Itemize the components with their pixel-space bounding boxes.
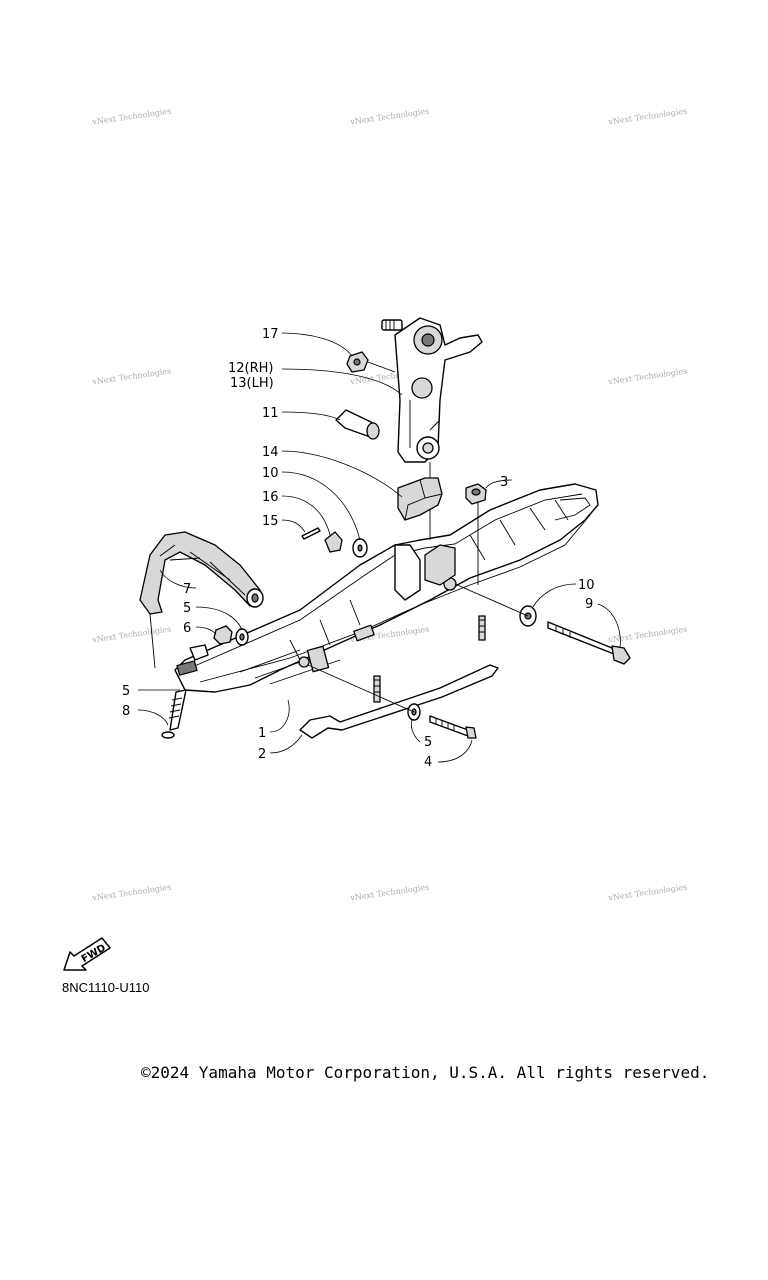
- callout-3: 3: [500, 475, 508, 490]
- diagram-code: 8NC1110-U110: [62, 980, 150, 995]
- callout-labels: 17 12(RH) 13(LH) 11 14 10 16 15 3 7 5 6 …: [122, 327, 595, 770]
- ski-handle: [139, 531, 264, 669]
- callout-9: 9: [585, 597, 593, 612]
- ski-body: [174, 483, 599, 693]
- collar-11: [335, 409, 380, 440]
- callout-12: 12(RH): [228, 361, 274, 376]
- callout-6: 6: [183, 621, 191, 636]
- callout-5-lower: 5: [424, 735, 432, 750]
- callout-4: 4: [424, 755, 432, 770]
- bolt-9: [454, 583, 631, 665]
- callout-17: 17: [262, 327, 279, 342]
- callout-5-upper: 5: [183, 601, 191, 616]
- wear-bar: [299, 615, 499, 739]
- callout-11: 11: [262, 406, 279, 421]
- nut-3: [465, 483, 487, 505]
- callout-10-right: 10: [578, 578, 595, 593]
- callout-13: 13(LH): [230, 376, 274, 391]
- callout-7: 7: [183, 582, 191, 597]
- pin-collar-washer: [301, 527, 368, 558]
- callout-10-upper: 10: [262, 466, 279, 481]
- callout-8: 8: [122, 704, 130, 719]
- forward-arrow-icon: FWD: [63, 937, 111, 971]
- bolt-4: [307, 664, 477, 739]
- callout-1: 1: [258, 726, 266, 741]
- callout-2: 2: [258, 747, 266, 762]
- copyright-notice: ©2024 Yamaha Motor Corporation, U.S.A. A…: [141, 1063, 710, 1082]
- callout-5-left: 5: [122, 684, 130, 699]
- damper-14: [397, 477, 443, 521]
- callout-16: 16: [262, 490, 279, 505]
- leader-lines: [137, 332, 621, 763]
- front-hardware: [161, 625, 249, 739]
- callout-15: 15: [262, 514, 279, 529]
- callout-14: 14: [262, 445, 279, 460]
- nut-17: [346, 351, 396, 373]
